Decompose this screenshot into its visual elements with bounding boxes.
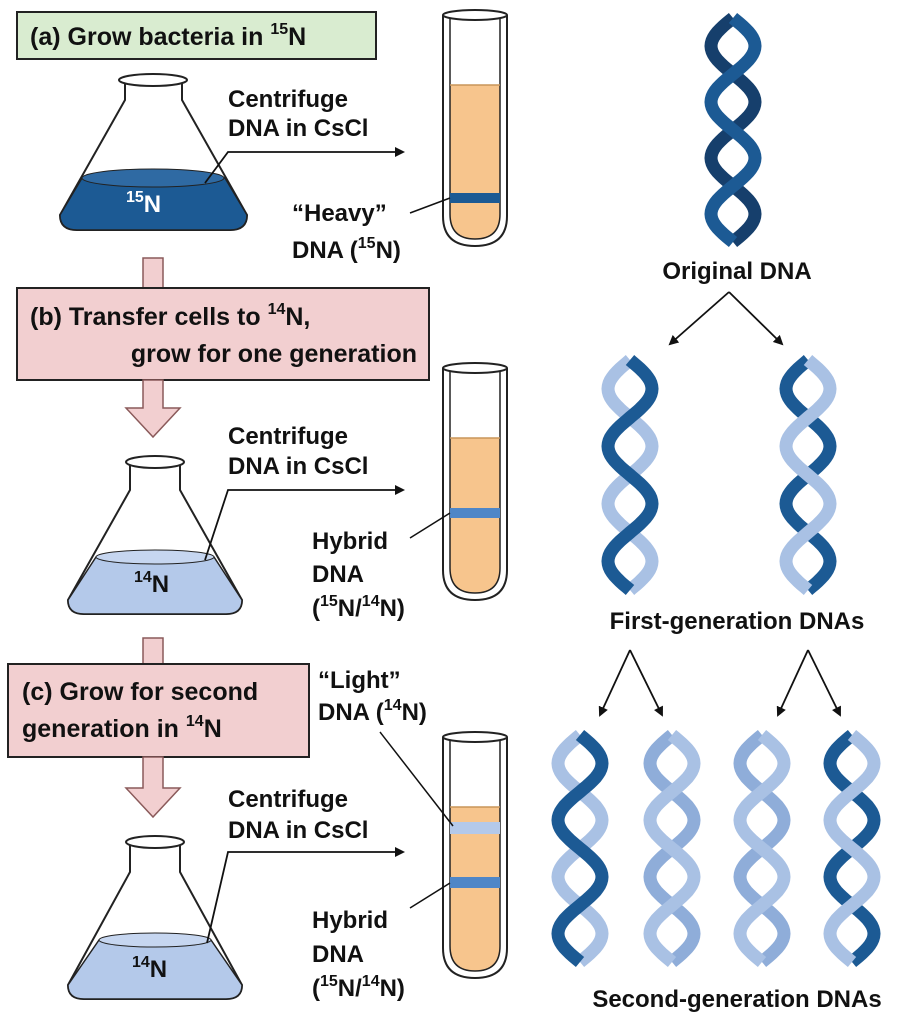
flask-14n-gen1: 14N xyxy=(66,455,244,615)
flask-15n: 15N xyxy=(58,73,249,231)
light-label-line1: “Light” xyxy=(318,667,401,694)
band-hybrid-1 xyxy=(450,508,500,518)
band-hybrid-2 xyxy=(450,877,500,888)
flow-arrow-3 xyxy=(142,637,164,665)
second-gen-helix-1-strand-a xyxy=(551,729,609,968)
flow-arrow-4 xyxy=(124,756,182,819)
light-label-line2: DNA (14N) xyxy=(318,697,427,726)
original-dna-helix xyxy=(704,12,762,248)
band-light xyxy=(450,822,500,834)
heavy-label-line1: “Heavy” xyxy=(292,200,387,227)
flask-2-label: 14N xyxy=(134,569,169,598)
tube-3 xyxy=(442,731,508,980)
hybrid2-line3: (15N/14N) xyxy=(312,973,405,1002)
branch-arrow-g1b-left xyxy=(776,649,809,717)
step-a-label: (a) Grow bacteria in 15N xyxy=(30,21,306,51)
centrifuge-arrow-3 xyxy=(206,847,405,944)
branch-arrow-g1b-right xyxy=(807,649,841,717)
hybrid1-line3: (15N/14N) xyxy=(312,593,405,622)
step-c-line1: (c) Grow for second xyxy=(22,678,258,706)
hybrid2-pointer xyxy=(409,882,451,909)
first-gen-helix-right-strand-a xyxy=(779,355,837,595)
centrifuge-2-line2: DNA in CsCl xyxy=(228,453,368,480)
hybrid1-line2: DNA xyxy=(312,561,364,588)
hybrid2-line2: DNA xyxy=(312,941,364,968)
original-dna-helix-strand-a xyxy=(704,12,762,248)
flask-3-label: 14N xyxy=(132,954,167,983)
step-c-box xyxy=(7,663,310,758)
second-gen-helix-2 xyxy=(643,729,701,968)
second-generation-title: Second-generation DNAs xyxy=(592,986,881,1013)
step-b-box xyxy=(16,287,430,381)
tube-1 xyxy=(442,9,508,248)
centrifuge-3-line1: Centrifuge xyxy=(228,786,348,813)
second-gen-helix-4 xyxy=(823,729,881,968)
step-a-box xyxy=(16,11,377,60)
hybrid1-pointer xyxy=(409,512,451,539)
first-gen-helix-left-strand-a xyxy=(601,355,659,595)
centrifuge-3-line2: DNA in CsCl xyxy=(228,817,368,844)
centrifuge-arrow-2 xyxy=(204,485,405,561)
branch-arrow-orig-right xyxy=(728,291,784,346)
second-gen-helix-2-strand-a xyxy=(643,729,701,968)
centrifuge-2-line1: Centrifuge xyxy=(228,423,348,450)
light-pointer xyxy=(379,731,454,827)
flask-1-label: 15N xyxy=(126,189,161,218)
dna-helices xyxy=(551,12,881,968)
tube-2 xyxy=(442,362,508,602)
second-gen-helix-1 xyxy=(551,729,609,968)
original-dna-title: Original DNA xyxy=(662,258,811,285)
step-b-line1: (b) Transfer cells to 14N, xyxy=(30,301,310,331)
step-b-line2: grow for one generation xyxy=(131,340,417,368)
branch-arrow-g1a-right xyxy=(629,649,663,717)
branch-arrow-orig-left xyxy=(668,291,730,346)
centrifuge-1-line1: Centrifuge xyxy=(228,86,348,113)
second-gen-helix-3 xyxy=(733,729,791,968)
hybrid2-line1: Hybrid xyxy=(312,907,388,934)
centrifuge-1-line2: DNA in CsCl xyxy=(228,115,368,142)
second-gen-helix-4-strand-a xyxy=(823,729,881,968)
flow-arrow-2 xyxy=(124,379,182,439)
band-heavy xyxy=(450,193,500,203)
branch-arrow-g1a-left xyxy=(598,649,631,717)
flow-arrow-1 xyxy=(142,257,164,289)
heavy-pointer xyxy=(409,197,451,214)
heavy-label-line2: DNA (15N) xyxy=(292,235,401,264)
first-generation-title: First-generation DNAs xyxy=(610,608,865,635)
centrifuge-arrow-1 xyxy=(204,147,405,184)
second-gen-helix-3-strand-a xyxy=(733,729,791,968)
flask-14n-gen2: 14N xyxy=(66,835,244,1000)
hybrid1-line1: Hybrid xyxy=(312,528,388,555)
step-c-line2: generation in 14N xyxy=(22,713,222,743)
first-gen-helix-right xyxy=(779,355,837,595)
first-gen-helix-left xyxy=(601,355,659,595)
